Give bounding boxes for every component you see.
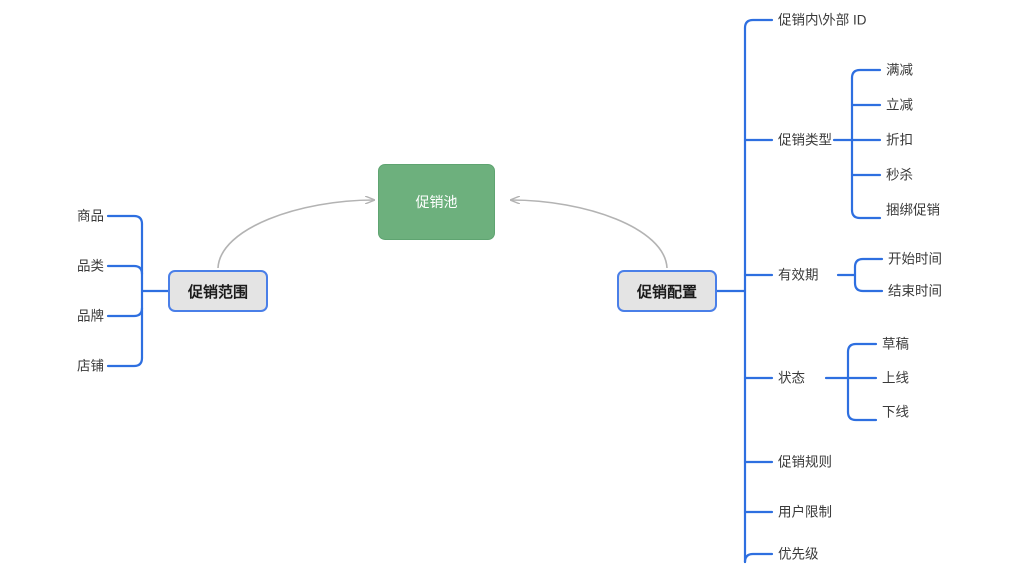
- leaf-label-full-reduction[interactable]: 满减: [886, 62, 913, 78]
- leaf-label-instant-reduction[interactable]: 立减: [886, 97, 913, 113]
- leaf-label-bundle-promotion[interactable]: 捆绑促销: [886, 202, 940, 218]
- arrow-config-to-pool: [511, 200, 668, 269]
- leaf-label-category[interactable]: 品类: [77, 258, 104, 274]
- branch-label-status[interactable]: 状态: [778, 370, 805, 386]
- status-sublines: [824, 342, 878, 422]
- branch-label-validity-period[interactable]: 有效期: [778, 267, 819, 283]
- branch-label-promotion-id[interactable]: 促销内\外部 ID: [778, 12, 867, 28]
- right-branch-lines: [715, 18, 774, 564]
- leaf-label-online[interactable]: 上线: [882, 370, 909, 386]
- node-promotion-scope-label: 促销范围: [187, 283, 248, 301]
- branch-label-promotion-type[interactable]: 促销类型: [778, 132, 832, 148]
- leaf-label-brand[interactable]: 品牌: [77, 308, 104, 324]
- leaf-label-product[interactable]: 商品: [77, 208, 104, 224]
- leaf-label-offline[interactable]: 下线: [882, 404, 909, 420]
- promotion-type-sublines: [832, 68, 882, 220]
- leaf-label-end-time[interactable]: 结束时间: [888, 283, 942, 299]
- branch-label-priority[interactable]: 优先级: [778, 546, 819, 562]
- leaf-label-flash-sale[interactable]: 秒杀: [886, 167, 913, 183]
- leaf-label-discount[interactable]: 折扣: [886, 132, 913, 148]
- node-promotion-config[interactable]: 促销配置: [617, 270, 717, 312]
- node-promotion-scope[interactable]: 促销范围: [168, 270, 268, 312]
- root-node-promotion-pool[interactable]: 促销池: [378, 164, 495, 240]
- node-promotion-config-label: 促销配置: [636, 283, 697, 301]
- leaf-label-store[interactable]: 店铺: [77, 358, 104, 374]
- branch-label-user-limits[interactable]: 用户限制: [778, 504, 832, 520]
- root-node-label: 促销池: [415, 194, 458, 210]
- arrow-scope-to-pool: [217, 200, 374, 269]
- left-branch-lines: [106, 214, 170, 368]
- leaf-label-start-time[interactable]: 开始时间: [888, 251, 942, 267]
- leaf-label-draft[interactable]: 草稿: [882, 336, 909, 352]
- branch-label-promotion-rules[interactable]: 促销规则: [778, 454, 832, 470]
- validity-sublines: [836, 257, 884, 293]
